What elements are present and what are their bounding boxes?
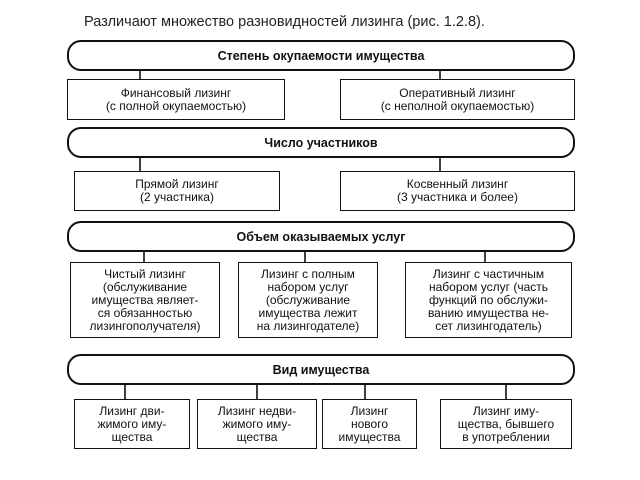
box-direct-leasing: Прямой лизинг (2 участника) [74,171,280,211]
caption: Различают множество разновидностей лизин… [84,14,485,30]
box-full-service-leasing: Лизинг с полным набором услуг (обслужива… [238,262,378,338]
box-financial-leasing: Финансовый лизинг (с полной окупаемостью… [67,79,285,120]
box-indirect-leasing: Косвенный лизинг (3 участника и более) [340,171,575,211]
box-real-estate-leasing: Лизинг недви- жимого иму- щества [197,399,317,449]
header-payback-degree: Степень окупаемости имущества [67,40,575,71]
header-service-volume: Объем оказываемых услуг [67,221,575,252]
header-participants-count: Число участников [67,127,575,158]
box-operating-leasing: Оперативный лизинг (с неполной окупаемос… [340,79,575,120]
box-net-leasing: Чистый лизинг (обслуживание имущества яв… [70,262,220,338]
box-partial-service-leasing: Лизинг с частичным набором услуг (часть … [405,262,572,338]
box-new-property-leasing: Лизинг нового имущества [322,399,417,449]
header-property-type: Вид имущества [67,354,575,385]
box-used-property-leasing: Лизинг иму- щества, бывшего в употреблен… [440,399,572,449]
box-movable-property-leasing: Лизинг дви- жимого иму- щества [74,399,190,449]
